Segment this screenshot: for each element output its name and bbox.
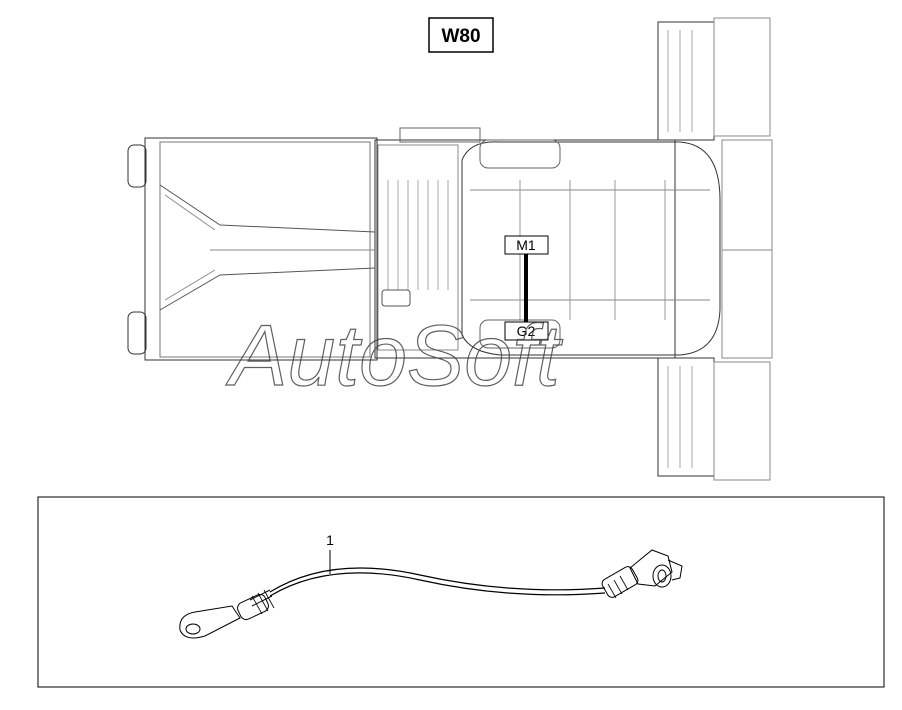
connector-cable: M1 G2 <box>504 235 549 341</box>
machine-outline <box>127 17 773 481</box>
detail-box: 1 <box>37 496 885 688</box>
part-number-label: 1 <box>326 532 334 548</box>
diagram-title: W80 <box>428 17 494 53</box>
connector-label-g2-text: G2 <box>517 323 536 339</box>
connector-label-m1-text: M1 <box>516 237 536 253</box>
connector-label-g2: G2 <box>504 321 549 341</box>
watermark-text: AutoSoft <box>225 308 563 404</box>
connector-label-m1: M1 <box>504 235 549 255</box>
diagram-title-text: W80 <box>441 26 480 47</box>
battery-cable-part <box>179 549 683 639</box>
